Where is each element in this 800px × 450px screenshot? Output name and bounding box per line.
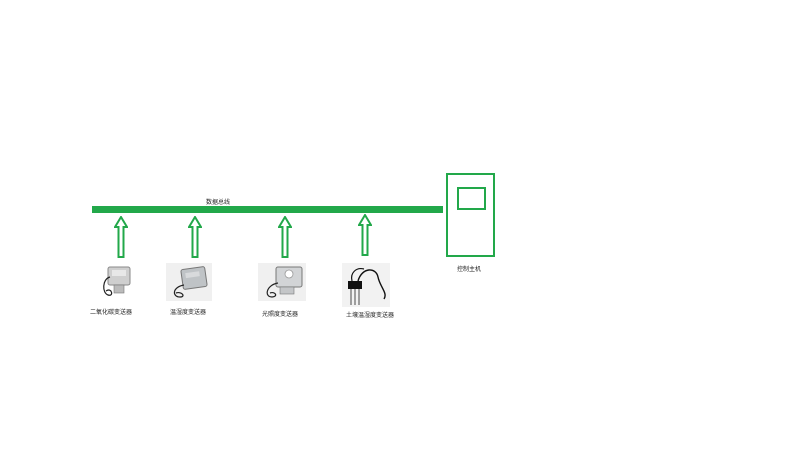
arrow-up-icon	[114, 216, 128, 258]
light-sensor-icon	[258, 263, 306, 301]
arrow-up-icon	[278, 216, 292, 258]
soil-sensor-icon	[342, 263, 390, 307]
control-host-label: 控制主机	[457, 264, 481, 273]
co2-sensor-label: 二氧化碳变送器	[90, 307, 132, 316]
arrow-up-icon	[358, 214, 372, 256]
control-host-screen	[457, 187, 486, 210]
arrow-up-icon	[188, 216, 202, 258]
co2-sensor-icon	[100, 263, 134, 303]
temp-humidity-sensor-icon	[166, 263, 212, 301]
data-bus-line	[92, 206, 443, 213]
control-host-box	[446, 173, 495, 257]
light-sensor-label: 光照度变送器	[262, 309, 298, 318]
temp-humidity-sensor-label: 温湿度变送器	[170, 307, 206, 316]
soil-sensor-label: 土壤温湿度变送器	[346, 310, 394, 319]
data-bus-label: 数据总线	[206, 197, 230, 206]
